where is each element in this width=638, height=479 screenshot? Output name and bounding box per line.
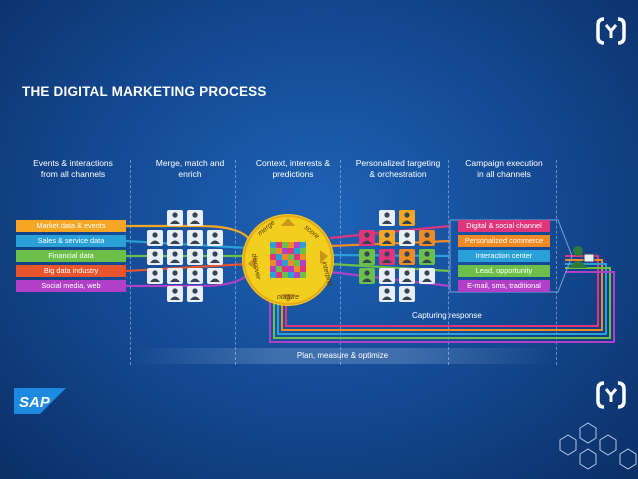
hexagon-pattern-icon [540,420,638,479]
output-lead-opportunity: Lead, opportunity [458,265,550,277]
customer-icon [568,244,596,270]
output-email-sms: E-mail, sms, traditional [458,280,550,292]
wheel-label-nurture: nurture [277,294,299,301]
source-social-media: Social media, web [16,280,126,292]
output-personalized-commerce: Personalized commerce [458,235,550,247]
source-sales-service-data: Sales & service data [16,235,126,247]
source-big-data-industry: Big data industry [16,265,126,277]
output-interaction-center: Interaction center [458,250,550,262]
sap-logo: SAP [14,388,66,414]
plan-measure-optimize-bar: Plan, measure & optimize [130,348,555,364]
merge-people-grid [140,206,230,306]
output-digital-social: Digital & social channel [458,220,550,232]
capturing-response-label: Capturing response [412,311,482,320]
source-financial-data: Financial data [16,250,126,262]
analytics-wheel: merge score interpret nurture discover [240,212,336,308]
source-market-data: Market data & events [16,220,126,232]
brand-mark-icon [596,380,626,410]
targeting-people-grid [355,206,445,306]
sap-logo-text: SAP [19,394,51,411]
